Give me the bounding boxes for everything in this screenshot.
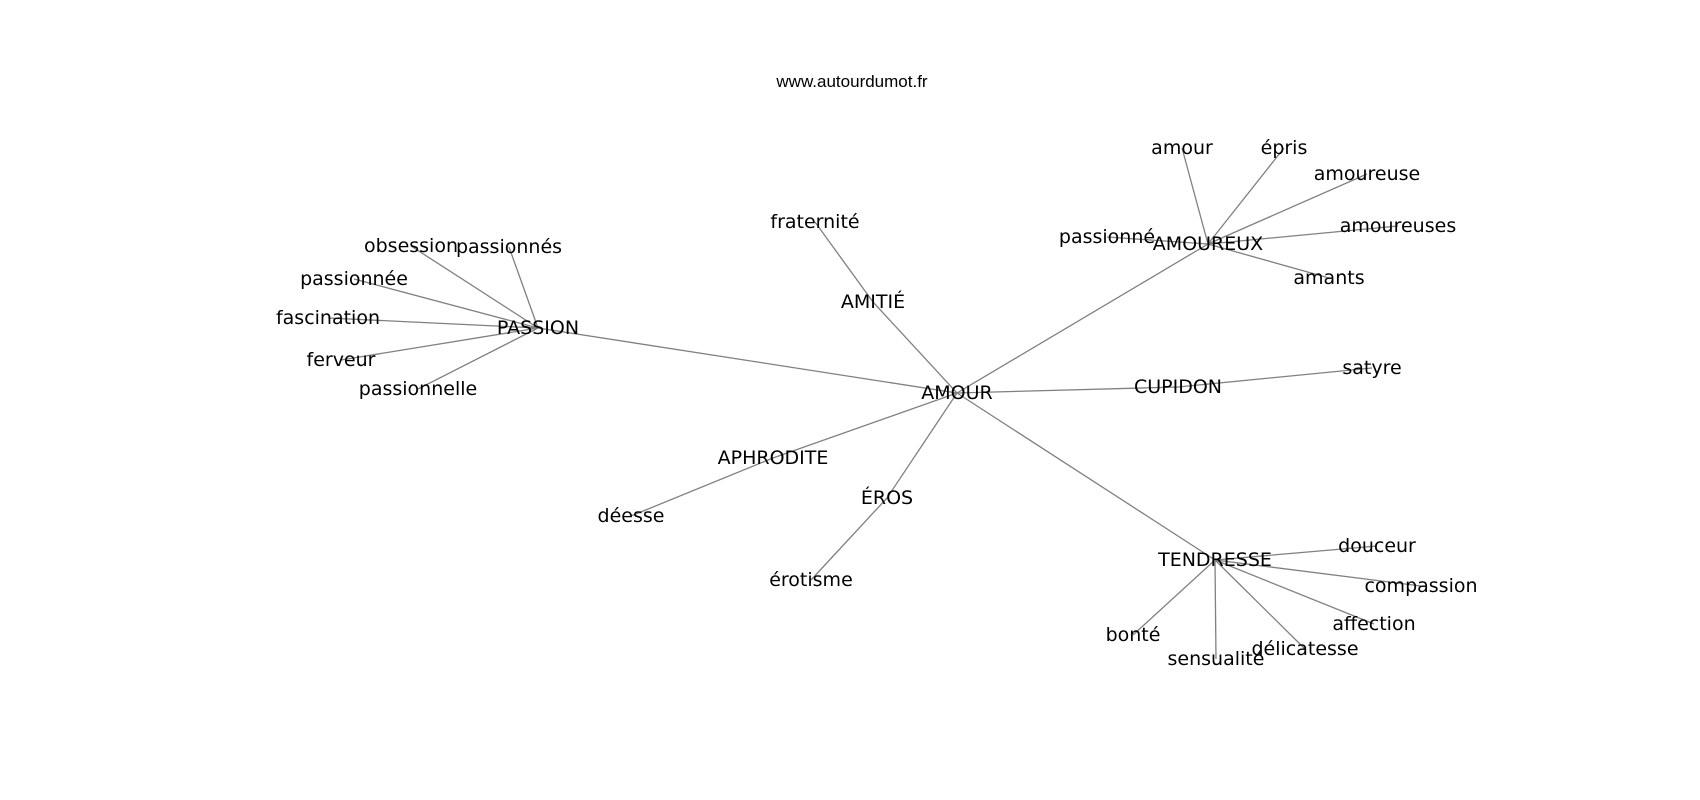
node-compassion[interactable]: compassion xyxy=(1364,575,1477,597)
nodes-layer: AMOUR PASSION AMITIÉ APHRODITE ÉROS CUPIDON AM… xyxy=(276,137,1478,670)
node-amoureuse[interactable]: amoureuse xyxy=(1314,163,1421,185)
node-amour_leaf[interactable]: amour xyxy=(1151,137,1213,159)
edge-tendresse-douceur xyxy=(1214,545,1378,561)
edge-tendresse-affection xyxy=(1214,559,1375,625)
edge-amoureux-amour_leaf xyxy=(1181,147,1209,245)
node-ferveur[interactable]: ferveur xyxy=(307,349,376,371)
node-amitie[interactable]: AMITIÉ xyxy=(841,290,905,313)
edge-passion-obsession xyxy=(410,245,539,329)
edge-tendresse-bonte xyxy=(1132,559,1216,636)
node-aphrodite[interactable]: APHRODITE xyxy=(718,447,829,469)
edge-amour_center-amoureux xyxy=(956,243,1209,394)
node-passionnes[interactable]: passionnés xyxy=(456,236,562,258)
node-satyre[interactable]: satyre xyxy=(1342,357,1401,379)
node-fraternite[interactable]: fraternité xyxy=(770,211,859,233)
site-title: www.autourdumot.fr xyxy=(775,72,928,91)
node-erotisme[interactable]: érotisme xyxy=(769,569,853,591)
edge-amour_center-passion xyxy=(537,327,958,394)
edge-passion-passionnee xyxy=(353,278,539,329)
edge-amoureux-amoureuse xyxy=(1207,173,1368,245)
node-delicatesse[interactable]: délicatesse xyxy=(1251,638,1358,660)
node-sensualite[interactable]: sensualité xyxy=(1168,648,1265,670)
node-fascination[interactable]: fascination xyxy=(276,307,380,329)
node-obsession[interactable]: obsession xyxy=(364,235,458,257)
edge-amitie-fraternite xyxy=(814,221,874,303)
edge-cupidon-satyre xyxy=(1177,367,1373,388)
node-tendresse[interactable]: TENDRESSE xyxy=(1157,549,1272,571)
edge-amoureux-passionne xyxy=(1106,236,1209,245)
node-passionne[interactable]: passionné xyxy=(1059,226,1155,248)
edge-amour_center-cupidon xyxy=(956,386,1179,394)
node-amoureuses[interactable]: amoureuses xyxy=(1340,215,1456,237)
node-passionnee[interactable]: passionnée xyxy=(300,268,408,290)
node-amour_center[interactable]: AMOUR xyxy=(921,382,992,404)
edge-passion-passionnes xyxy=(508,246,539,329)
edge-tendresse-delicatesse xyxy=(1214,559,1306,650)
node-cupidon[interactable]: CUPIDON xyxy=(1134,376,1222,398)
node-douceur[interactable]: douceur xyxy=(1338,535,1416,557)
edge-tendresse-compassion xyxy=(1214,559,1422,587)
edge-eros-erotisme xyxy=(810,497,888,581)
node-deesse[interactable]: déesse xyxy=(598,505,665,527)
edge-amoureux-amoureuses xyxy=(1207,225,1399,245)
edges-layer xyxy=(327,147,1422,660)
edge-aphrodite-deesse xyxy=(630,457,774,517)
edge-amour_center-aphrodite xyxy=(772,392,958,459)
node-bonte[interactable]: bonté xyxy=(1106,624,1161,646)
edge-passion-passionnelle xyxy=(417,327,539,390)
node-passionnelle[interactable]: passionnelle xyxy=(359,378,477,400)
node-passion[interactable]: PASSION xyxy=(497,317,579,339)
edge-amour_center-tendresse xyxy=(956,392,1216,561)
edge-amour_center-eros xyxy=(886,392,958,499)
edge-tendresse-sensualite xyxy=(1214,559,1217,660)
edge-amoureux-epris xyxy=(1207,147,1285,245)
node-affection[interactable]: affection xyxy=(1332,613,1415,635)
node-amants[interactable]: amants xyxy=(1293,267,1364,289)
node-amoureux[interactable]: AMOUREUX xyxy=(1153,233,1263,255)
edge-amoureux-amants xyxy=(1207,243,1330,279)
edge-passion-fascination xyxy=(327,317,539,329)
node-eros[interactable]: ÉROS xyxy=(861,486,913,509)
edge-amour_center-amitie xyxy=(872,301,958,394)
edge-passion-ferveur xyxy=(340,327,539,361)
node-epris[interactable]: épris xyxy=(1261,137,1308,159)
